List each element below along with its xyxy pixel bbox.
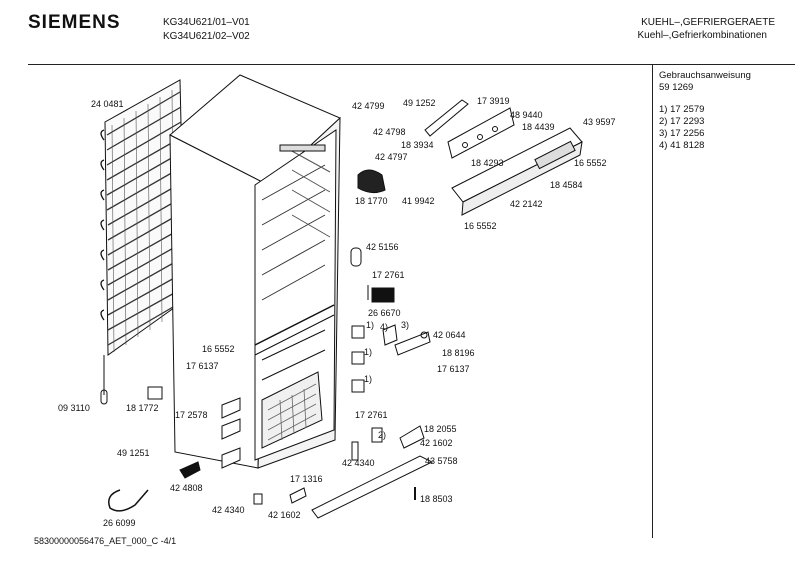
variant-marker: 2) — [378, 430, 387, 440]
part-label: 18 4439 — [522, 122, 555, 132]
electronics-board — [447, 107, 515, 159]
part-label: 17 3919 — [477, 96, 510, 106]
part-label: 43 5758 — [425, 456, 458, 466]
part-label: 49 1252 — [403, 98, 436, 108]
part-label: 26 6670 — [368, 308, 401, 318]
sidebar-divider — [652, 64, 653, 538]
part-label: 16 5552 — [574, 158, 607, 168]
variant-marker: 1) — [364, 374, 373, 384]
category-line-2: Kuehl–,Gefrierkombinationen — [637, 30, 767, 41]
part-label: 18 8196 — [442, 348, 475, 358]
part-label: 17 2578 — [175, 410, 208, 420]
category-line-1: KUEHL–,GEFRIERGERAETE — [641, 17, 775, 28]
part-label: 49 1251 — [117, 448, 150, 458]
part-label: 16 5552 — [464, 221, 497, 231]
part-label: 18 2055 — [424, 424, 457, 434]
part-label: 16 5552 — [202, 344, 235, 354]
part-label: 43 9597 — [583, 117, 616, 127]
part-label: 18 8503 — [420, 494, 453, 504]
condenser-coil — [100, 79, 186, 405]
part-label: 42 4797 — [375, 152, 408, 162]
part-label: 42 5156 — [366, 242, 399, 252]
model-number-1: KG34U621/01–V01 — [163, 17, 250, 28]
part-label: 18 1772 — [126, 403, 159, 413]
part-label: 42 0644 — [433, 330, 466, 340]
header-divider — [28, 64, 795, 65]
part-label: 17 2761 — [355, 410, 388, 420]
variant-4: 4) 41 8128 — [659, 140, 705, 151]
manual-number: 59 1269 — [659, 82, 694, 93]
variant-marker: 1) — [366, 320, 375, 330]
part-label: 24 0481 — [91, 99, 124, 109]
brand-logo: SIEMENS — [28, 12, 121, 33]
part-label: 18 1770 — [355, 196, 388, 206]
part-label: 42 4798 — [373, 127, 406, 137]
part-label: 42 1602 — [420, 438, 453, 448]
part-label: 09 3110 — [58, 403, 90, 413]
part-label: 17 6137 — [437, 364, 470, 374]
part-label: 42 2142 — [510, 199, 543, 209]
part-label: 42 1602 — [268, 510, 301, 520]
part-label: 42 4808 — [170, 483, 203, 493]
variant-3: 3) 17 2256 — [659, 128, 705, 139]
control-panel — [451, 127, 583, 216]
part-label: 42 4340 — [342, 458, 375, 468]
part-label: 17 2761 — [372, 270, 405, 280]
variant-marker: 4) — [380, 322, 389, 332]
variant-1: 1) 17 2579 — [659, 104, 705, 115]
part-label: 18 4584 — [550, 180, 583, 190]
part-label: 17 6137 — [186, 361, 219, 371]
part-label: 48 9440 — [510, 110, 543, 120]
variant-2: 2) 17 2293 — [659, 116, 705, 127]
part-label: 26 6099 — [103, 518, 136, 528]
model-number-2: KG34U621/02–V02 — [163, 31, 250, 42]
part-label: 18 4293 — [471, 158, 504, 168]
variant-marker: 3) — [401, 320, 410, 330]
part-label: 42 4799 — [352, 101, 385, 111]
part-label: 42 4340 — [212, 505, 245, 515]
part-label: 18 3934 — [401, 140, 434, 150]
variant-marker: 1) — [364, 347, 373, 357]
manual-label: Gebrauchsanweisung — [659, 70, 751, 81]
part-label: 41 9942 — [402, 196, 435, 206]
document-code: 58300000056476_AET_000_C -4/1 — [34, 536, 177, 546]
fridge-cabinet — [169, 74, 341, 469]
part-label: 17 1316 — [290, 474, 323, 484]
